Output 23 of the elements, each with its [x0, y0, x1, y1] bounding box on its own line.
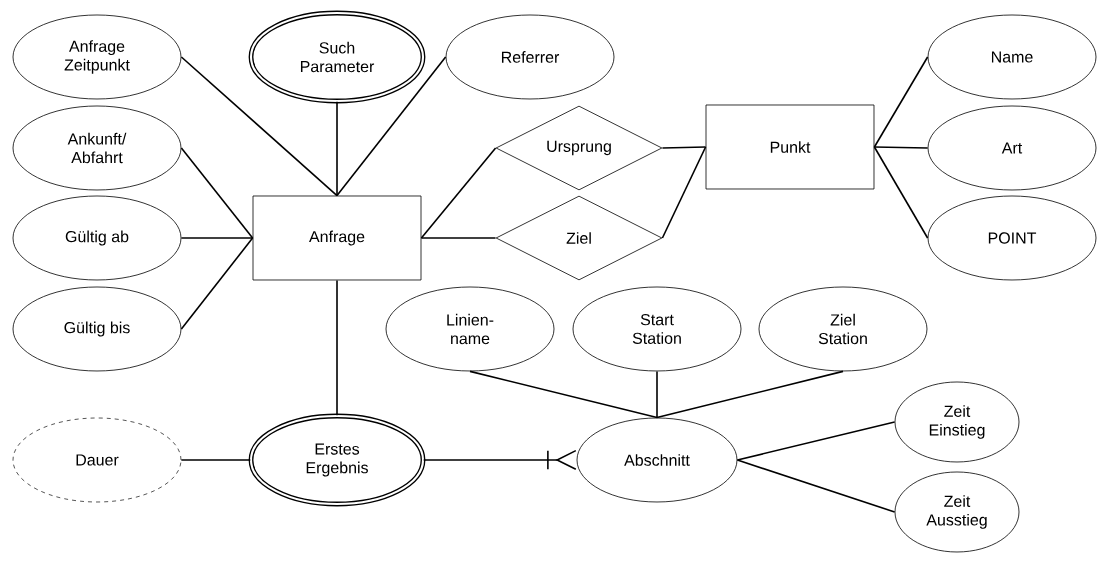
connector-line	[736, 459, 896, 513]
entity-box: Anfrage	[252, 195, 422, 281]
connector-line	[736, 421, 896, 461]
connector-line	[656, 370, 844, 419]
connector-line	[336, 279, 338, 417]
connector-line	[469, 370, 658, 419]
connector-line	[422, 449, 577, 471]
connector-line	[180, 237, 254, 239]
connector-line	[180, 56, 338, 197]
connector-line	[420, 147, 497, 239]
connector-line	[180, 147, 254, 239]
connector-line	[180, 459, 252, 461]
connector-line	[873, 146, 929, 239]
connector-line	[873, 56, 929, 148]
connector-line	[661, 146, 707, 239]
connector-line	[420, 237, 497, 239]
connector-line	[180, 237, 254, 330]
connector-line	[336, 100, 338, 197]
connector-line	[873, 146, 929, 149]
connector-line	[656, 370, 658, 419]
entity-box: Punkt	[705, 104, 875, 190]
connector-line	[336, 56, 447, 197]
connector-line	[661, 146, 707, 149]
